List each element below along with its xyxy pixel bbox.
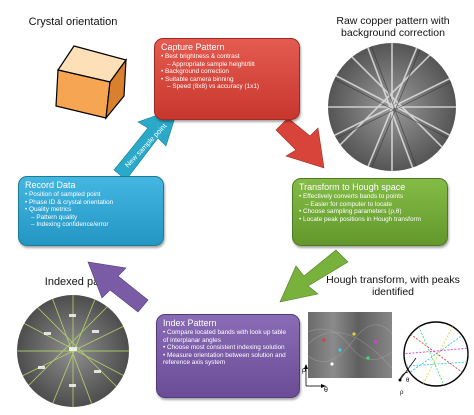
list-item: Compare located bands with look up table… (163, 329, 293, 344)
crystal-cube-image (55, 45, 127, 120)
list-item: Effectively converts bands to points (299, 193, 441, 201)
caption-hough-transform: Hough transform, with peaks identified (326, 274, 460, 298)
list-item: Appropriate sample height/tilt (161, 61, 293, 69)
list-item: Pattern quality (25, 214, 157, 222)
arrow-index-to-record (87, 261, 149, 313)
caption-raw-pattern: Raw copper pattern with background corre… (336, 15, 450, 39)
list-item: Phase ID & crystal orientation (25, 199, 157, 207)
index-pattern-title: Index Pattern (163, 318, 217, 328)
indexed-pattern-image (17, 295, 129, 407)
list-item: Choose most consistent indexing solution (163, 344, 293, 352)
list-item: Speed (8x8) vs accuracy (1x1) (161, 83, 293, 91)
list-item: Indexing confidence/error (25, 221, 157, 229)
arrow-record-to-capture (113, 107, 179, 181)
record-data-box: Record Data Position of sampled pointPha… (18, 176, 164, 246)
list-item: Locate peak positions in Hough transform (299, 216, 441, 224)
capture-pattern-list: Best brightness & contrastAppropriate sa… (161, 53, 293, 91)
arrow-transform-to-index (279, 249, 349, 303)
raw-copper-pattern-image (328, 43, 456, 171)
arrow-capture-to-transform (275, 117, 325, 169)
list-item: Best brightness & contrast (161, 53, 293, 61)
capture-pattern-box: Capture Pattern Best brightness & contra… (154, 38, 300, 120)
hough-transform-image: ρ θ (302, 312, 393, 392)
list-item: Quality metrics (25, 206, 157, 214)
record-data-list: Position of sampled pointPhase ID & crys… (25, 191, 157, 229)
caption-crystal-orientation: Crystal orientation (28, 16, 118, 28)
geometry-theta-label: θ (406, 378, 410, 384)
theta-axis-label: θ (324, 387, 328, 392)
index-pattern-list: Compare located bands with look up table… (163, 329, 293, 367)
list-item: Easier for computer to locate (299, 201, 441, 209)
capture-pattern-title: Capture Pattern (161, 42, 225, 52)
transform-hough-list: Effectively converts bands to pointsEasi… (299, 193, 441, 223)
list-item: Position of sampled point (25, 191, 157, 199)
geometry-rho-label: ρ (400, 390, 404, 396)
transform-hough-title: Transform to Hough space (299, 182, 406, 192)
list-item: Background correction (161, 68, 293, 76)
hough-geometry-diagram: θ ρ (398, 321, 469, 396)
list-item: Measure orientation between solution and… (163, 352, 293, 367)
index-pattern-box: Index Pattern Compare located bands with… (156, 314, 300, 398)
rho-axis-label: ρ (302, 367, 306, 374)
list-item: Suitable camera binning (161, 76, 293, 84)
list-item: Choose sampling parameters (ρ,θ) (299, 208, 441, 216)
record-data-title: Record Data (25, 180, 76, 190)
transform-hough-box: Transform to Hough space Effectively con… (292, 178, 448, 246)
arrow-label-new-sample-point: New sample point (123, 121, 169, 169)
